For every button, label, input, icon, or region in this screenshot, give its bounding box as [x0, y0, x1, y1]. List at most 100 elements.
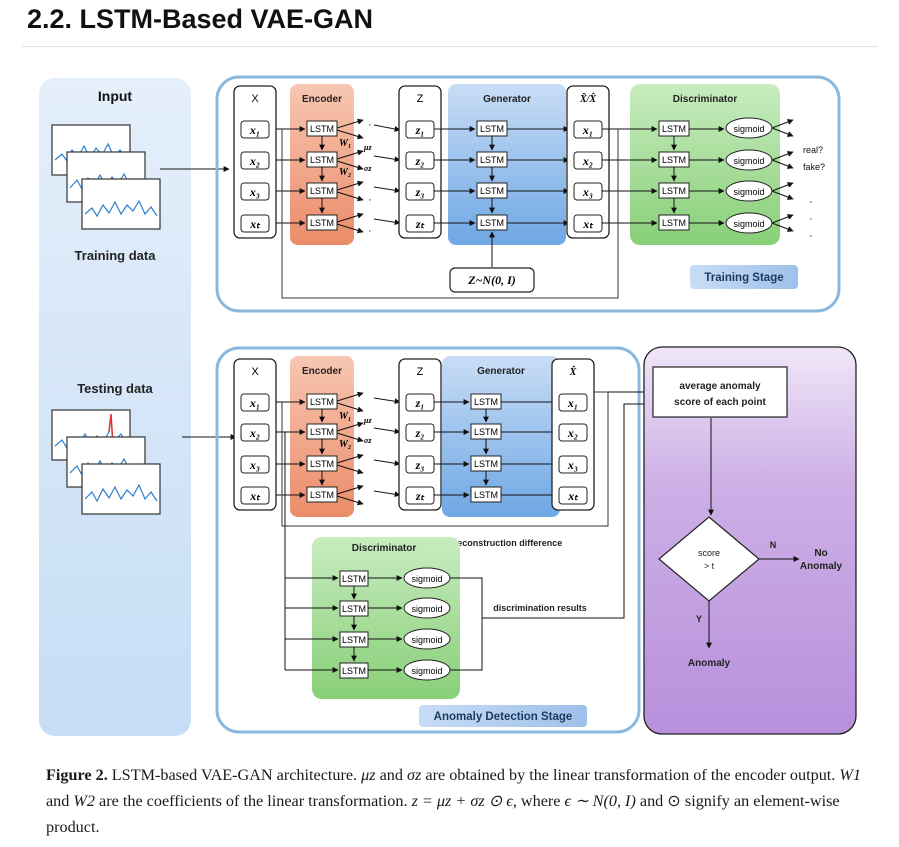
- caption-text: and: [46, 792, 74, 810]
- train-xhat-header: X̃/X̂: [579, 92, 596, 105]
- test-encoder-label: Encoder: [302, 366, 342, 377]
- lstm-cell: LSTM: [662, 218, 686, 228]
- lstm-cell: LSTM: [480, 218, 504, 228]
- test-xhat-nodes: x₁ x₂ x₃ xₜ: [558, 393, 588, 505]
- test-generator-label: Generator: [477, 366, 525, 377]
- caption-text: , where: [512, 792, 565, 810]
- train-mu-label: μz: [363, 143, 372, 152]
- training-data-series: [51, 124, 161, 230]
- caption-noise: ϵ ∼ N(0, I): [564, 792, 636, 810]
- lstm-cell: LSTM: [480, 124, 504, 134]
- xhat-node: x₁: [567, 396, 578, 410]
- threshold-label: > t: [704, 561, 715, 571]
- decision-panel: [643, 346, 857, 735]
- detection-stage-label: Anomaly Detection Stage: [434, 711, 573, 723]
- lstm-cell: LSTM: [310, 459, 334, 469]
- lstm-cell: LSTM: [342, 574, 366, 584]
- train-discriminator-label: Discriminator: [673, 94, 738, 105]
- lstm-cell: LSTM: [310, 490, 334, 500]
- train-x-nodes: x₁ x₂ x₃ xₜ: [240, 120, 270, 233]
- caption-text: and: [375, 766, 408, 784]
- sigmoid-node: sigmoid: [411, 574, 442, 584]
- train-x-header: X: [251, 93, 259, 105]
- input-label: Input: [98, 88, 133, 104]
- test-mu-label: μz: [363, 416, 372, 425]
- lstm-cell: LSTM: [474, 427, 498, 437]
- noise-label: Z~N(0, I): [467, 273, 516, 287]
- sigmoid-node: sigmoid: [411, 635, 442, 645]
- z-node: zₜ: [415, 489, 426, 503]
- detection-stage-frame: [215, 346, 641, 734]
- average-score-line1: average anomaly: [679, 381, 761, 392]
- train-discriminator-links: [602, 119, 794, 232]
- train-generator-label: Generator: [483, 94, 531, 105]
- fake-label: fake?: [803, 162, 825, 172]
- dot: ·: [809, 213, 813, 225]
- z-node: z₁: [415, 123, 425, 137]
- lstm-cell: LSTM: [310, 397, 334, 407]
- x-node: xₜ: [249, 489, 261, 503]
- lstm-cell: LSTM: [474, 459, 498, 469]
- x-node: x₁: [249, 396, 260, 410]
- dot: ·: [809, 230, 813, 242]
- x-node: x₂: [249, 426, 260, 440]
- lstm-cell: LSTM: [342, 635, 366, 645]
- lstm-cell: LSTM: [662, 155, 686, 165]
- test-z-nodes: z₁ z₂ z₃ zₜ: [405, 393, 435, 505]
- lstm-cell: LSTM: [480, 155, 504, 165]
- x-node: x₁: [249, 123, 260, 137]
- no-anomaly-line1: No: [814, 548, 827, 559]
- score-label: score: [698, 548, 720, 558]
- xhat-node: x₂: [582, 154, 593, 168]
- real-label: real?: [803, 145, 823, 155]
- figure-caption: Figure 2. LSTM-based VAE-GAN architectur…: [46, 762, 861, 840]
- z-node: z₂: [415, 154, 425, 168]
- caption-w1: W1: [839, 766, 861, 784]
- test-xhat-header: X̂: [569, 365, 577, 378]
- sigmoid-node: sigmoid: [411, 604, 442, 614]
- caption-text: are obtained by the linear transformatio…: [421, 766, 840, 784]
- x-node: x₃: [249, 185, 260, 199]
- caption-text: and ⊙ signify an element-wise product.: [46, 792, 840, 836]
- z-node: z₃: [415, 458, 425, 472]
- lstm-cell: LSTM: [310, 124, 334, 134]
- dot: ·: [368, 225, 372, 237]
- train-latent-arrows: [373, 124, 401, 226]
- no-branch-label: N: [770, 540, 777, 550]
- lstm-cell: LSTM: [310, 427, 334, 437]
- xhat-node: x₃: [567, 458, 578, 472]
- anomaly-label: Anomaly: [688, 658, 731, 669]
- train-real-data-link: [281, 129, 619, 299]
- test-x-nodes: x₁ x₂ x₃ xₜ: [240, 393, 270, 505]
- train-z-nodes: z₁ z₂ z₃ zₜ: [405, 120, 435, 233]
- training-stage-badge: [690, 265, 798, 289]
- test-w2-label: W₂: [339, 439, 351, 450]
- dot: ·: [809, 196, 813, 208]
- test-encoder-lstm-cells: LSTM LSTM LSTM LSTM: [306, 393, 338, 503]
- testing-data-label: Testing data: [77, 381, 153, 396]
- xhat-node: xₜ: [582, 217, 594, 231]
- architecture-figure: Input Training data Testing data X x₁ x₂…: [39, 75, 857, 736]
- lstm-cell: LSTM: [474, 490, 498, 500]
- x-node: xₜ: [249, 217, 261, 231]
- caption-equation: z = μz + σz ⊙ ϵ: [411, 792, 513, 810]
- test-generator-lstm-cells: LSTM LSTM LSTM LSTM: [470, 393, 502, 503]
- test-x-header: X: [251, 366, 259, 378]
- caption-sigma: σz: [407, 766, 422, 784]
- training-stage-frame: [215, 75, 841, 313]
- train-w2-label: W₂: [339, 167, 351, 178]
- train-encoder-lstm-cells: LSTM LSTM LSTM LSTM: [306, 120, 338, 231]
- train-sigma-label: σz: [364, 164, 372, 173]
- test-discriminator-label: Discriminator: [352, 543, 417, 554]
- test-sigma-label: σz: [364, 436, 372, 445]
- train-xhat-nodes: x₁ x₂ x₃ xₜ: [573, 120, 603, 233]
- x-node: x₂: [249, 154, 260, 168]
- lstm-cell: LSTM: [662, 124, 686, 134]
- train-w1-label: W₁: [339, 138, 351, 149]
- xhat-node: xₜ: [567, 489, 579, 503]
- sigmoid-node: sigmoid: [733, 124, 764, 134]
- xhat-node: x₁: [582, 123, 593, 137]
- caption-w2: W2: [73, 792, 95, 810]
- train-generator-links: [434, 126, 570, 267]
- lstm-cell: LSTM: [662, 186, 686, 196]
